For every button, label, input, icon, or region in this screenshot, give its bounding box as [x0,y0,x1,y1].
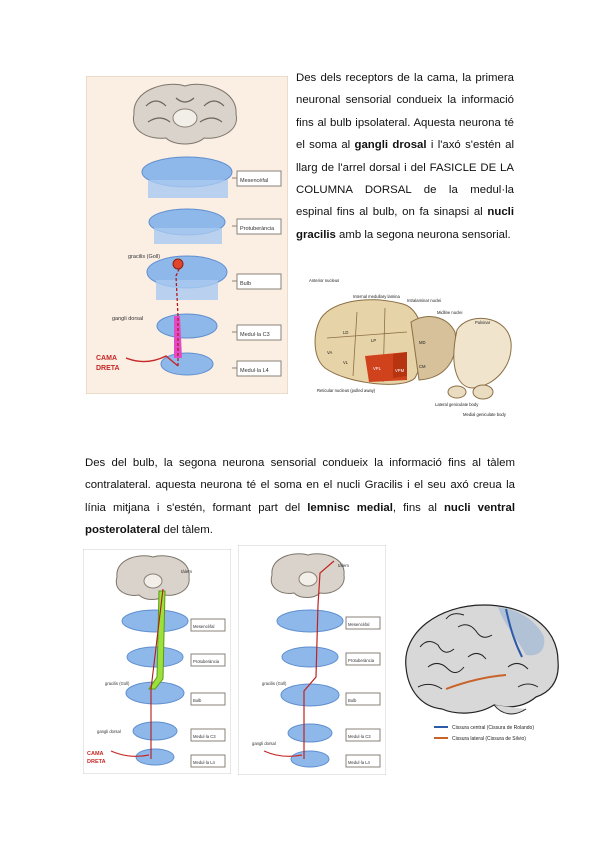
level-label: Mesencèfal [348,622,369,627]
thalamus-label: tàlem [181,569,192,574]
level-label: Medul·la C3 [240,332,270,338]
bold-term: lemnisc medial [307,501,393,514]
thalamus-label: VL [343,360,349,365]
leg-label: DRETA [87,759,106,765]
thalamus-label: LP [371,338,376,343]
thalamus-label: VPM [395,368,405,373]
intro-paragraph: Des dels receptors de la cama, la primer… [296,72,514,241]
level-label: Medul·la L4 [348,760,371,765]
gracilis-label: gracilis (Goll) [105,681,130,686]
bold-term: nucli gracilis [296,206,514,241]
ganglion-label: gangli dorsal [97,729,121,734]
level-label: Protuberància [193,659,220,664]
thalamus-label: Medial geniculate body [463,412,507,417]
thalamus-figure: Anterior nucleus Internal medullary lami… [307,272,519,422]
thalamus-label: VA [327,350,332,355]
thalamus-label: tàlem [338,563,349,568]
thalamus-label: Intralaminar nuclei [407,298,441,303]
thalamus-label: Reticular nucleus (pulled away) [317,388,376,393]
leg-label: CAMA [96,355,117,362]
brain-lateral-figure: Cissura central (Cissura de Rolando) Cis… [398,597,566,747]
thalamus-label: VPL [373,366,382,371]
level-label: Bulb [193,698,202,703]
thalamus-label: Internal medullary lamina [353,294,400,299]
thalamus-label: Anterior nucleus [309,278,339,283]
bold-term: nucli ventral posterolateral [85,501,515,537]
level-label: Protuberància [240,226,275,232]
ganglion-label: gangli dorsal [252,741,276,746]
level-label: Medul·la C3 [348,734,371,739]
pathway-figure-second-neuron: tàlem Mesencèfal Protuberància Bulb Medu… [83,549,231,774]
level-label: Bulb [348,698,357,703]
thalamus-label: CM [419,364,426,369]
level-label: Protuberància [348,658,375,663]
leg-label: DRETA [96,365,120,372]
body-paragraph: Des del bulb, la segona neurona sensoria… [85,457,515,537]
legend-central-fissure: Cissura central (Cissura de Rolando) [452,725,534,731]
level-label: Mesencèfal [240,178,268,184]
level-label: Medul·la C3 [193,734,216,739]
level-label: Bulb [240,281,251,287]
thalamus-label: Midline nuclei [437,310,462,315]
bold-term: gangli drosal [354,139,427,152]
gracilis-label: gracilis (Goll) [262,681,287,686]
level-label: Medul·la L4 [193,760,216,765]
thalamus-label: Pulvinar [475,320,491,325]
ganglion-label: gangli dorsal [112,316,143,322]
thalamus-label: LD [343,330,348,335]
thalamus-label: Lateral geniculate body [435,402,479,407]
gracilis-label: gracilis (Goll) [128,254,160,260]
pathway-figure-crossing-axon: tàlem Mesencèfal Protuberància Bulb Medu… [238,545,386,775]
pathway-figure-first-neuron: Mesencèfal Protuberància Bulb Medul·la C… [86,76,288,394]
level-label: Mesencèfal [193,624,214,629]
legend-lateral-fissure: Cissura lateral (Cissura de Silvio) [452,736,526,742]
thalamus-label: MD [419,340,426,345]
level-label: Medul·la L4 [240,368,269,374]
leg-label: CAMA [87,751,104,757]
